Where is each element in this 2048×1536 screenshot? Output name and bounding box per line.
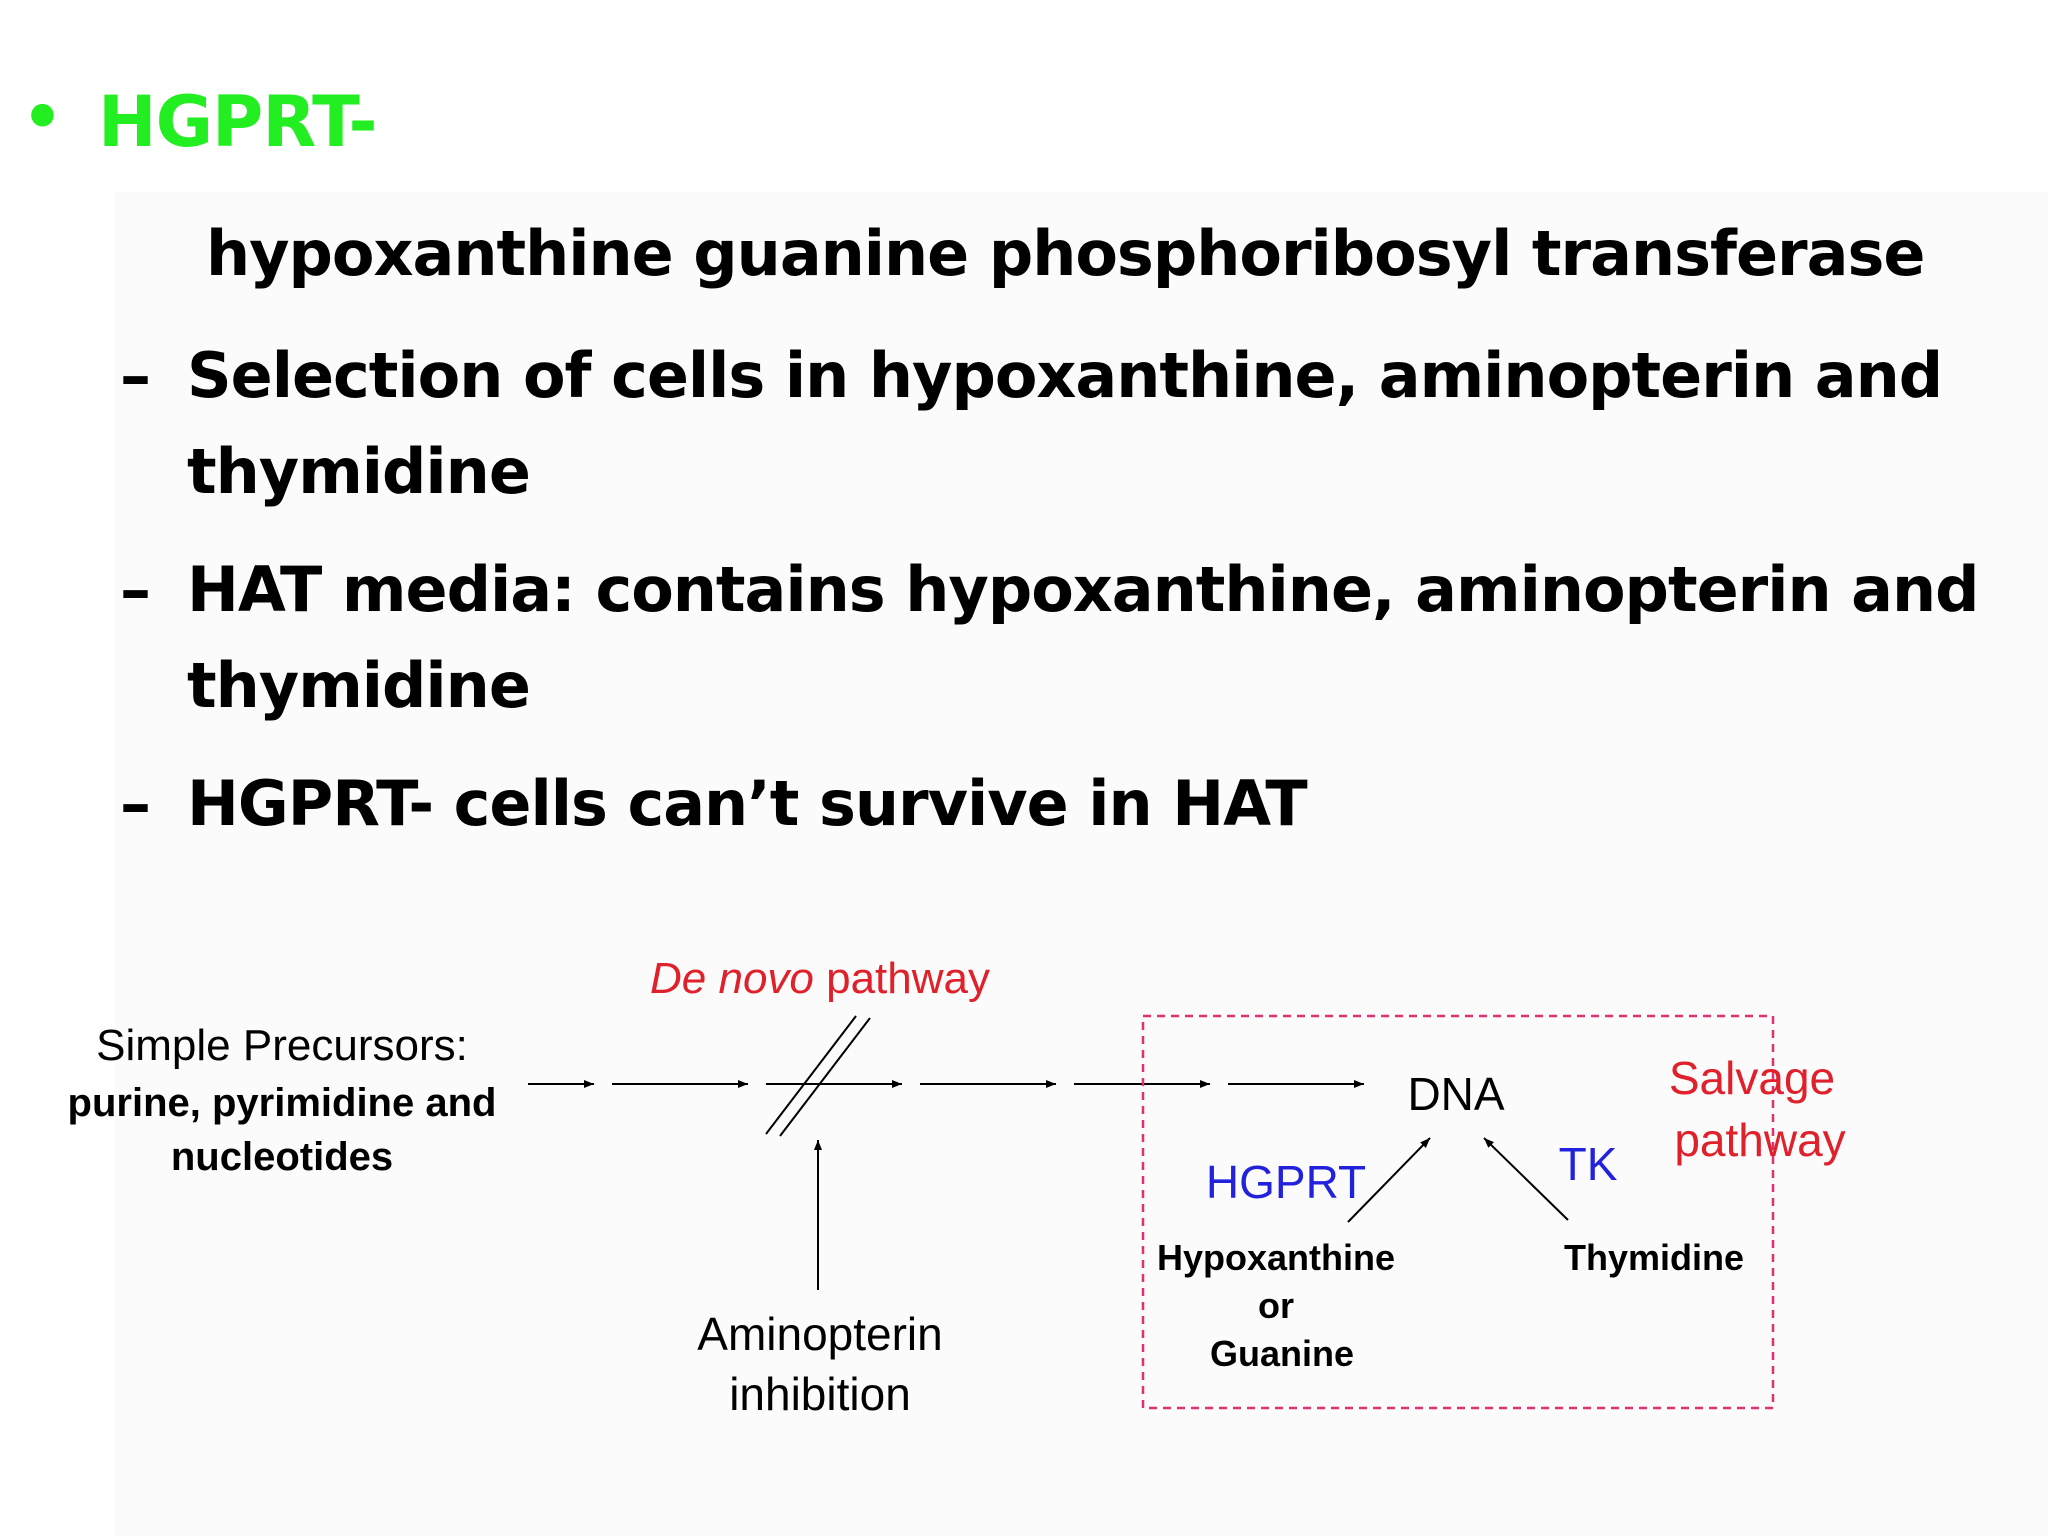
salvage-label-line-1: Salvage bbox=[1669, 1052, 1835, 1104]
point-1-line-1: Selection of cells in hypoxanthine, amin… bbox=[187, 339, 1943, 412]
bullet-dash-3: – bbox=[120, 767, 151, 840]
bullet-dash-2: – bbox=[120, 553, 151, 626]
bullet-dot: • bbox=[22, 81, 63, 155]
point-2-line-1: HAT media: contains hypoxanthine, aminop… bbox=[187, 553, 1980, 626]
definition-text: hypoxanthine guanine phosphoribosyl tran… bbox=[206, 217, 1925, 290]
block-slash-1 bbox=[765, 1015, 857, 1135]
slide-background-panel bbox=[115, 192, 2048, 1536]
slide-heading: HGPRT- bbox=[98, 81, 378, 163]
aminopterin-line-1: Aminopterin bbox=[697, 1308, 942, 1360]
guanine-label: Guanine bbox=[1210, 1333, 1354, 1374]
salvage-label-line-2: pathway bbox=[1674, 1114, 1845, 1166]
point-2-line-2: thymidine bbox=[187, 649, 531, 722]
hypoxanthine-to-dna-arrow bbox=[1347, 1137, 1431, 1223]
aminopterin-line-2: inhibition bbox=[729, 1368, 911, 1420]
block-slash-2 bbox=[779, 1017, 871, 1137]
thymidine-label: Thymidine bbox=[1564, 1237, 1744, 1278]
dna-label: DNA bbox=[1407, 1068, 1504, 1120]
precursors-line-1: purine, pyrimidine and bbox=[68, 1081, 497, 1125]
hgprt-enzyme-label: HGPRT bbox=[1206, 1156, 1366, 1208]
de-novo-pathway-label: De novo pathway bbox=[650, 954, 990, 1003]
bullet-dash-1: – bbox=[120, 339, 151, 412]
thymidine-to-dna-arrow bbox=[1483, 1137, 1569, 1221]
point-3-line-1: HGPRT- cells can’t survive in HAT bbox=[187, 767, 1308, 840]
hypoxanthine-label: Hypoxanthine bbox=[1157, 1237, 1395, 1278]
point-1-line-2: thymidine bbox=[187, 435, 531, 508]
precursors-line-2: nucleotides bbox=[171, 1135, 393, 1179]
precursors-title: Simple Precursors: bbox=[96, 1021, 468, 1070]
salvage-pathway-box bbox=[1141, 1014, 1775, 1410]
tk-enzyme-label: TK bbox=[1559, 1138, 1618, 1190]
or-label: or bbox=[1258, 1285, 1294, 1326]
